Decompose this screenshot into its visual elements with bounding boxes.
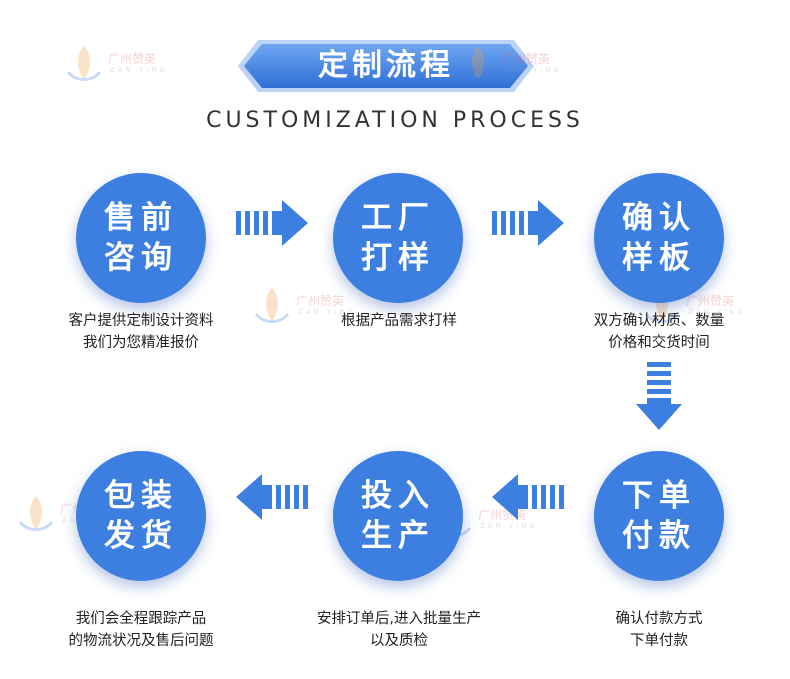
- step-factory-sample: 工厂 打样: [333, 173, 463, 303]
- watermark-sub: ZAN YING: [504, 66, 563, 74]
- step-package-ship: 包装 发货: [76, 451, 206, 581]
- step-description: 根据产品需求打样: [288, 310, 510, 332]
- step-presale-consult: 售前 咨询: [76, 173, 206, 303]
- desc-line2: 我们为您精准报价: [83, 335, 199, 351]
- step-order-payment: 下单 付款: [594, 451, 724, 581]
- watermark-brand: 广州赞英: [296, 294, 345, 308]
- step-label-line2: 咨询: [104, 240, 178, 276]
- step-label-line1: 售前: [104, 200, 178, 236]
- step-label-line2: 付款: [622, 518, 696, 554]
- desc-line1: 客户提供定制设计资料: [68, 313, 214, 329]
- step-label-line1: 下单: [622, 478, 696, 514]
- step-description: 安排订单后,进入批量生产 以及质检: [278, 608, 520, 652]
- watermark-sub: ZAN YING: [110, 66, 169, 74]
- arrow-down-icon: [636, 362, 682, 430]
- step-label-line1: 包装: [104, 478, 178, 514]
- watermark-sub: ZAN YING: [298, 308, 357, 316]
- step-production: 投入 生产: [333, 451, 463, 581]
- watermark-sub: ZAN YING: [480, 522, 539, 530]
- step-label-line2: 样板: [622, 240, 696, 276]
- step-label-line2: 打样: [361, 240, 435, 276]
- desc-line2: 以及质检: [370, 633, 428, 649]
- title-banner: [238, 40, 534, 92]
- step-description: 确认付款方式 下单付款: [548, 608, 770, 652]
- desc-line1: 我们会全程跟踪产品: [75, 611, 207, 627]
- brand-logo-icon: [460, 46, 496, 81]
- watermark-sub: ZAN YING: [688, 308, 747, 316]
- arrow-right-icon: [492, 200, 564, 246]
- brand-logo-icon: [66, 46, 102, 81]
- desc-line2: 的物流状况及售后问题: [68, 633, 214, 649]
- watermark: 广州赞英 ZAN YING: [250, 284, 400, 328]
- step-label-line1: 确认: [622, 200, 696, 236]
- desc-line1: 根据产品需求打样: [341, 313, 457, 329]
- step-description: 我们会全程跟踪产品 的物流状况及售后问题: [30, 608, 252, 652]
- step-description: 双方确认材质、数量 价格和交货时间: [548, 310, 770, 354]
- watermark: 广州赞英 ZAN YING: [62, 42, 212, 86]
- brand-logo-icon: [18, 496, 54, 531]
- watermark-brand: 广州赞英: [502, 52, 551, 66]
- step-label-line2: 发货: [104, 518, 178, 554]
- page-subtitle: CUSTOMIZATION PROCESS: [206, 108, 584, 133]
- arrow-right-icon: [236, 200, 308, 246]
- watermark: 广州赞英 ZAN YING: [456, 42, 606, 86]
- step-label-line1: 工厂: [361, 200, 435, 236]
- arrow-left-icon: [492, 474, 564, 520]
- step-label-line2: 生产: [361, 518, 435, 554]
- desc-line1: 双方确认材质、数量: [593, 313, 725, 329]
- step-description: 客户提供定制设计资料 我们为您精准报价: [30, 310, 252, 354]
- step-confirm-sample: 确认 样板: [594, 173, 724, 303]
- desc-line1: 确认付款方式: [615, 611, 703, 627]
- watermark-brand: 广州赞英: [108, 52, 157, 66]
- brand-logo-icon: [254, 288, 290, 323]
- watermark-brand: 广州赞英: [686, 294, 735, 308]
- step-label-line1: 投入: [361, 478, 435, 514]
- page-title: 定制流程: [318, 48, 454, 83]
- desc-line2: 下单付款: [630, 633, 688, 649]
- desc-line2: 价格和交货时间: [608, 335, 710, 351]
- desc-line1: 安排订单后,进入批量生产: [316, 611, 482, 627]
- arrow-left-icon: [236, 474, 308, 520]
